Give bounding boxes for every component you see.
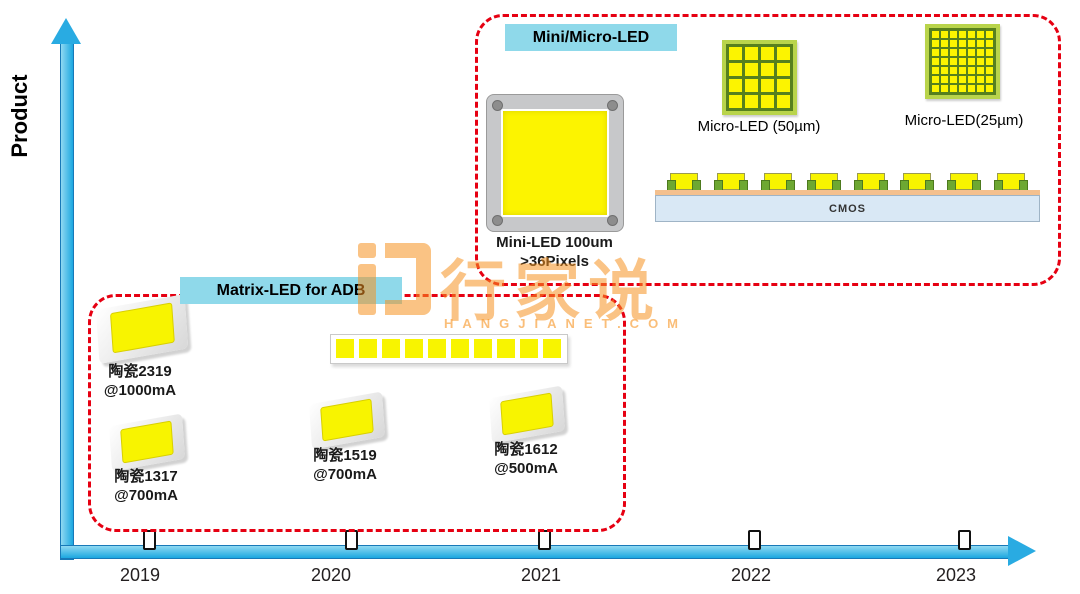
year-label: 2021 bbox=[520, 565, 562, 585]
micro-led-50um-image bbox=[722, 40, 797, 115]
mini-micro-led-group-title: Mini/Micro-LED bbox=[505, 24, 677, 51]
corner-screw-icon bbox=[492, 215, 503, 226]
micro-led-25um-image bbox=[925, 24, 1000, 99]
cmos-diagram: CMOS bbox=[655, 168, 1040, 224]
chip-current: @1000mA bbox=[103, 382, 177, 399]
led-die bbox=[109, 302, 175, 354]
watermark-logo-dot bbox=[358, 243, 376, 258]
chip-caption-1519: 陶瓷1519 @700mA bbox=[290, 446, 400, 484]
x-axis-arrow-icon bbox=[1008, 536, 1036, 566]
led-component-icon bbox=[947, 173, 982, 192]
micro-led-frame bbox=[929, 28, 996, 95]
y-axis-line bbox=[60, 40, 74, 560]
micro-led-frame bbox=[726, 44, 793, 111]
mini-led-module-image bbox=[486, 94, 624, 232]
chip-caption-1612: 陶瓷1612 @500mA bbox=[471, 440, 581, 478]
led-component-icon bbox=[713, 173, 748, 192]
matrix-led-group-title: Matrix-LED for ADB bbox=[180, 277, 402, 304]
chip-current: @700mA bbox=[313, 466, 377, 483]
chip-name: 陶瓷1612 bbox=[494, 441, 558, 458]
led-component-icon bbox=[760, 173, 795, 192]
chip-name: 陶瓷1519 bbox=[313, 447, 377, 464]
micro-led-25um-caption: Micro-LED(25µm) bbox=[904, 112, 1024, 129]
year-label: 2022 bbox=[730, 565, 772, 585]
x-axis-line bbox=[60, 545, 1012, 559]
micro-led-grid bbox=[729, 47, 790, 108]
corner-screw-icon bbox=[607, 215, 618, 226]
led-component-icon bbox=[853, 173, 888, 192]
mini-led-caption-line2: >36Pixels bbox=[520, 253, 589, 270]
micro-led-50um-caption: Micro-LED (50µm) bbox=[697, 118, 821, 135]
led-component-icon bbox=[900, 173, 935, 192]
led-die bbox=[320, 398, 375, 442]
chip-current: @700mA bbox=[114, 487, 178, 504]
y-axis-arrow-icon bbox=[51, 18, 81, 44]
timeline-tick-2021 bbox=[538, 530, 551, 550]
timeline-tick-2020 bbox=[345, 530, 358, 550]
cmos-led-components-row bbox=[655, 168, 1040, 192]
mini-led-emitter bbox=[501, 109, 609, 217]
corner-screw-icon bbox=[492, 100, 503, 111]
cmos-bonding-layer bbox=[655, 190, 1040, 195]
chip-name: 陶瓷1317 bbox=[114, 468, 178, 485]
year-label: 2023 bbox=[935, 565, 977, 585]
chip-caption-1317: 陶瓷1317 @700mA bbox=[91, 467, 201, 505]
led-component-icon bbox=[993, 173, 1028, 192]
led-die bbox=[500, 392, 555, 436]
cmos-substrate-label: CMOS bbox=[655, 195, 1040, 222]
corner-screw-icon bbox=[607, 100, 618, 111]
led-component-icon bbox=[667, 173, 702, 192]
chip-current: @500mA bbox=[494, 460, 558, 477]
micro-led-grid bbox=[932, 31, 993, 92]
mini-led-caption: Mini-LED 100um >36Pixels bbox=[477, 233, 632, 271]
mini-micro-led-group-outline bbox=[475, 14, 1061, 286]
timeline-tick-2022 bbox=[748, 530, 761, 550]
led-die bbox=[120, 420, 175, 464]
timeline-tick-2023 bbox=[958, 530, 971, 550]
chip-caption-2319: 陶瓷2319 @1000mA bbox=[85, 362, 195, 400]
chip-name: 陶瓷2319 bbox=[108, 363, 172, 380]
year-label: 2019 bbox=[119, 565, 161, 585]
mini-led-caption-line1: Mini-LED 100um bbox=[496, 234, 613, 251]
year-label: 2020 bbox=[310, 565, 352, 585]
matrix-led-strip-image bbox=[330, 334, 568, 364]
timeline-tick-2019 bbox=[143, 530, 156, 550]
matrix-led-strip-cells bbox=[336, 339, 561, 358]
y-axis-label: Product bbox=[7, 74, 32, 158]
led-component-icon bbox=[807, 173, 842, 192]
